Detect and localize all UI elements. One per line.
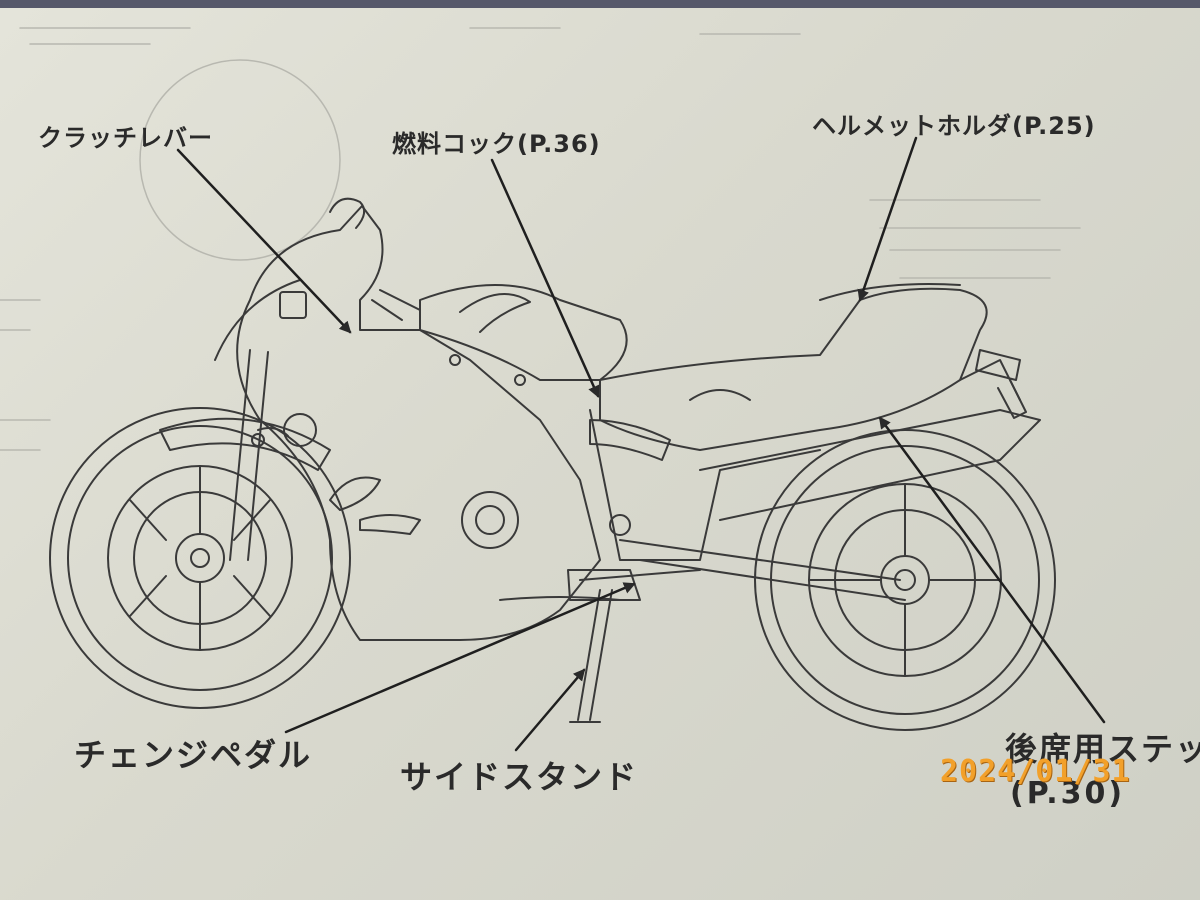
helmet-holder-label: ヘルメットホルダ(P.25) <box>812 112 1096 140</box>
fuel-cock-arrow <box>490 158 600 398</box>
rear-step-page-ref: (P.30) <box>1010 776 1126 811</box>
change-pedal-arrow <box>284 582 636 734</box>
page-top-edge <box>0 0 1200 8</box>
leader-arrows <box>176 136 1106 752</box>
helmet-holder-arrow <box>857 136 918 302</box>
side-stand-arrow <box>514 668 586 752</box>
side-stand-label: サイドスタンド <box>400 758 639 796</box>
rear-wheel <box>754 429 1056 731</box>
change-pedal-label: チェンジペダル <box>74 736 313 774</box>
fuel-cock-label: 燃料コック(P.36) <box>392 130 601 158</box>
side-stand-drawing <box>567 569 641 723</box>
rear-step-label: 後席用ステッ <box>1005 730 1200 768</box>
bodywork <box>214 205 988 641</box>
front-wheel <box>49 407 351 709</box>
background-bleed-through <box>0 27 1081 451</box>
rear-step-drawing <box>975 349 1027 419</box>
date-stamp: 2024/01/31 <box>940 754 1131 789</box>
rear-step-arrow <box>878 416 1106 724</box>
front-fork <box>159 349 331 561</box>
clutch-lever-label: クラッチレバー <box>38 124 213 152</box>
cockpit <box>279 197 421 321</box>
clutch-lever-arrow <box>176 148 352 334</box>
